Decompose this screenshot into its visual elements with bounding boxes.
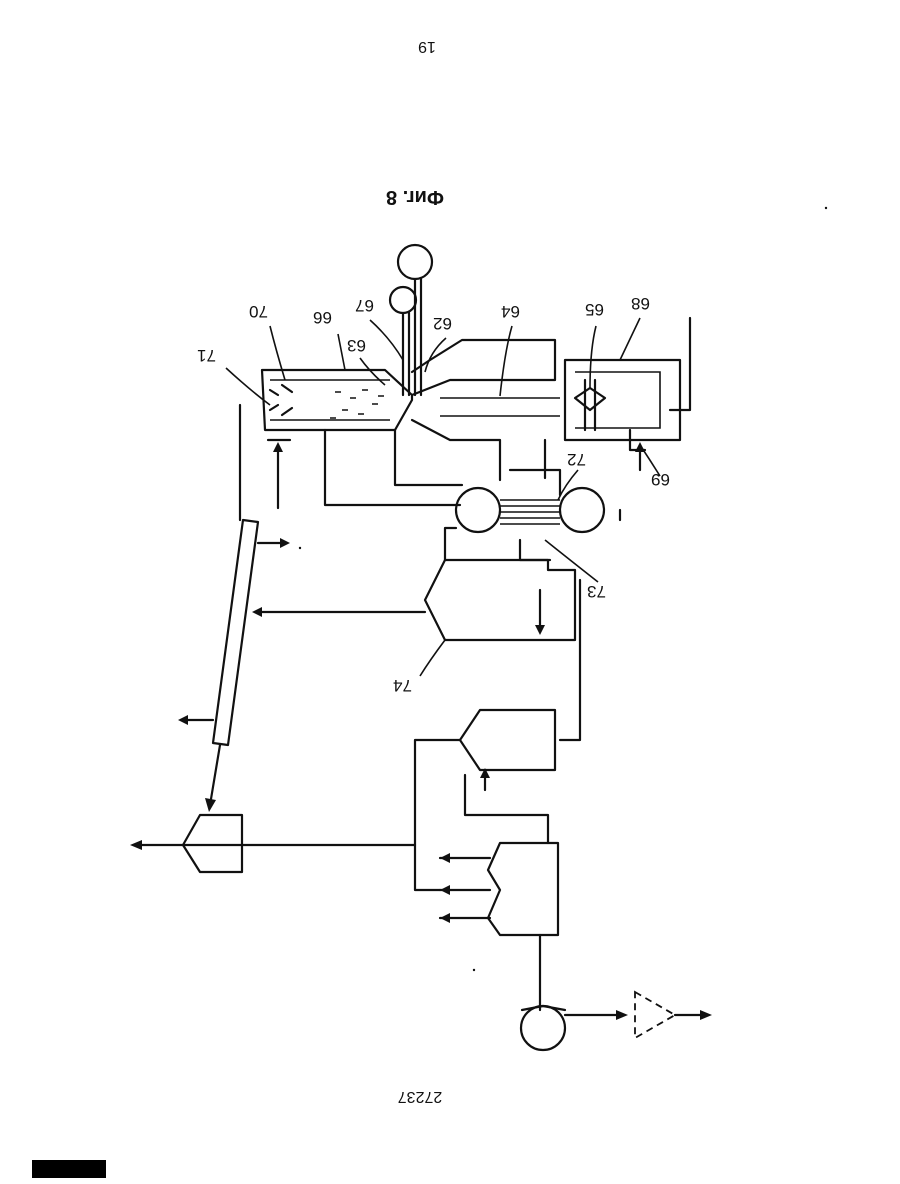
inlet-arrow-head: [273, 442, 283, 452]
label-72: 72: [567, 450, 586, 469]
link-vessel-drum1: [325, 430, 460, 505]
label-67: 67: [355, 296, 374, 315]
conveyor-system: [178, 405, 425, 812]
conveyor-branch-bottom-arrow: [178, 715, 188, 725]
filter-feed-arrows: [440, 853, 450, 923]
flue-right: [520, 540, 550, 560]
label-70: 70: [249, 302, 268, 321]
bubbles: [330, 390, 384, 418]
valve-65: [575, 388, 605, 410]
flue-left: [445, 528, 456, 560]
label-62: 62: [433, 314, 452, 333]
product-hopper: [183, 815, 242, 872]
cyclone-arrow-head: [535, 625, 545, 635]
link-shaft-drum2: [510, 470, 560, 495]
document-number: 27237: [398, 1088, 443, 1105]
stack-outlet-arrow: [700, 1010, 712, 1020]
drum-left: [456, 488, 500, 532]
grate-70: [270, 385, 292, 415]
bag-filter: [488, 843, 558, 935]
speck: [473, 969, 475, 971]
conveyor-to-hopper: [210, 745, 220, 805]
exhaust-fan: [521, 1006, 565, 1050]
hopper-outlet-arrow: [130, 840, 142, 850]
label-64: 64: [501, 302, 520, 321]
label-71: 71: [197, 346, 216, 365]
unit-68-inner: [575, 372, 660, 428]
link-vessel-drum1b: [395, 430, 462, 485]
cyclone-to-collector: [560, 580, 580, 740]
speck: [299, 547, 301, 549]
conveyor-cooler: [213, 520, 258, 745]
drum-right: [560, 488, 604, 532]
label-69: 69: [651, 470, 670, 489]
conveyor-to-hopper-arrow: [205, 798, 216, 812]
fan-housing: [522, 1006, 565, 1010]
shaft-64: [440, 398, 560, 416]
cyclone-to-conveyor-arrow: [252, 607, 262, 617]
label-66: 66: [313, 308, 332, 327]
feed-circle-large: [398, 245, 432, 279]
label-68: 68: [631, 294, 650, 313]
cyclone-74: [425, 560, 575, 640]
stack: [635, 992, 675, 1038]
drum-tube-bank: [500, 500, 560, 524]
feed-pipe-67: [403, 313, 409, 395]
label-65: 65: [585, 300, 604, 319]
collector-to-filter: [415, 740, 460, 890]
feed-circle-small: [390, 287, 416, 313]
figure-caption: Фиг. 8: [386, 186, 444, 208]
label-73: 73: [587, 582, 606, 601]
label-63: 63: [347, 336, 366, 355]
shaft-top-wall: [412, 340, 555, 395]
shaft-bottom-wall: [412, 420, 500, 480]
feed-pipe-62: [415, 279, 421, 395]
redaction-bar: [32, 1160, 106, 1178]
cyclone-collector: [460, 710, 555, 770]
conveyor-branch-top-arrow: [280, 538, 290, 548]
label-74: 74: [393, 676, 412, 695]
page-number: 19: [418, 38, 436, 55]
speck: [825, 207, 827, 209]
fan-to-stack-arrow: [616, 1010, 628, 1020]
vessel-inner-wall: [270, 380, 390, 420]
collector-return: [465, 775, 548, 843]
